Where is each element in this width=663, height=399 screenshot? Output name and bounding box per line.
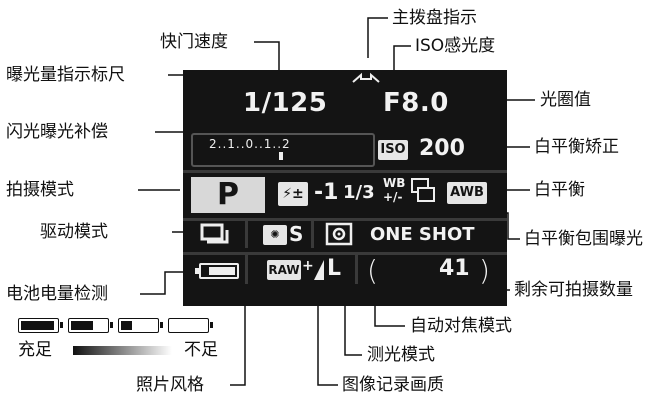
iso-icon: ISO: [378, 140, 408, 160]
label-wb-correction: 白平衡矫正: [534, 137, 619, 157]
wb-shift-sign: +/-: [383, 190, 403, 204]
quality-plus: +: [302, 258, 314, 274]
label-battery-full: 充足: [18, 340, 52, 360]
divider-drive: [245, 220, 248, 248]
iso-value: 200: [419, 136, 465, 161]
label-shutter-speed: 快门速度: [160, 32, 228, 52]
remaining-bracket-right: ): [479, 254, 490, 287]
wb-shift-icon: WB: [383, 176, 406, 190]
label-shots-remaining: 剩余可拍摄数量: [514, 280, 633, 300]
quality-size: L: [327, 256, 342, 281]
label-main-dial: 主拨盘指示: [392, 8, 477, 28]
remaining-shots-value: 41: [439, 256, 470, 281]
separator-3: [183, 252, 507, 255]
separator-1: [183, 170, 507, 173]
label-white-balance: 白平衡: [534, 180, 585, 200]
awb-icon: AWB: [447, 182, 487, 204]
remaining-bracket-left: (: [367, 254, 378, 287]
shooting-mode-value: P: [191, 177, 265, 213]
exposure-scale-ticks: 2..1..0..1..2: [209, 137, 291, 151]
label-flash-comp: 闪光曝光补偿: [6, 122, 108, 142]
label-battery-check: 电池电量检测: [6, 284, 108, 304]
exposure-scale: 2..1..0..1..2: [191, 133, 375, 167]
label-iso: ISO感光度: [415, 36, 496, 56]
aperture-value: F8.0: [383, 88, 449, 118]
battery-level-icon: [195, 263, 239, 279]
exposure-indicator: [279, 152, 283, 160]
divider-battery: [245, 254, 248, 284]
label-exposure-scale: 曝光量指示标尺: [6, 65, 125, 85]
label-metering-mode: 测光模式: [367, 345, 435, 365]
divider-quality: [355, 254, 358, 284]
label-picture-style: 照片风格: [136, 375, 204, 395]
main-dial-icon: [352, 72, 380, 83]
picture-style-value: S: [289, 222, 304, 246]
label-af-mode: 自动对焦模式: [410, 316, 512, 336]
main-dial-leader: [367, 17, 388, 58]
battery-two-thirds-icon: [68, 318, 113, 333]
battery-empty-icon: [168, 318, 213, 333]
large-jpeg-quality-icon: [314, 260, 324, 280]
separator-2: [183, 218, 507, 221]
divider-style: [311, 220, 314, 248]
flash-exposure-comp-icon: ⚡±: [278, 182, 308, 206]
flash-comp-fraction: 1/3: [343, 182, 375, 203]
label-drive-mode: 驱动模式: [40, 222, 108, 242]
wb-bracket-icon: [411, 178, 435, 202]
quality-leader: [317, 295, 338, 386]
label-wb-bracketing: 白平衡包围曝光: [524, 229, 643, 249]
label-shooting-mode: 拍摄模式: [6, 180, 74, 200]
battery-full-icon: [18, 318, 63, 333]
label-aperture: 光圈值: [540, 90, 591, 110]
raw-icon: RAW: [267, 260, 301, 280]
shutter-speed-value: 1/125: [243, 88, 328, 118]
battery-leader: [140, 271, 183, 295]
flash-comp-value: -1: [314, 180, 339, 205]
battery-one-third-icon: [118, 318, 163, 333]
af-mode-value: ONE SHOT: [370, 224, 475, 245]
lcd-panel: 1/125 F8.0 2..1..0..1..2 ISO 200 P ⚡± -1…: [183, 70, 507, 306]
evaluative-metering-icon: [325, 222, 353, 246]
battery-gradient-bar: [73, 346, 172, 355]
label-battery-empty: 不足: [184, 340, 218, 360]
picture-style-icon: ✺: [263, 225, 287, 245]
label-image-quality: 图像记录画质: [342, 375, 444, 395]
single-shot-drive-icon: [200, 223, 229, 244]
